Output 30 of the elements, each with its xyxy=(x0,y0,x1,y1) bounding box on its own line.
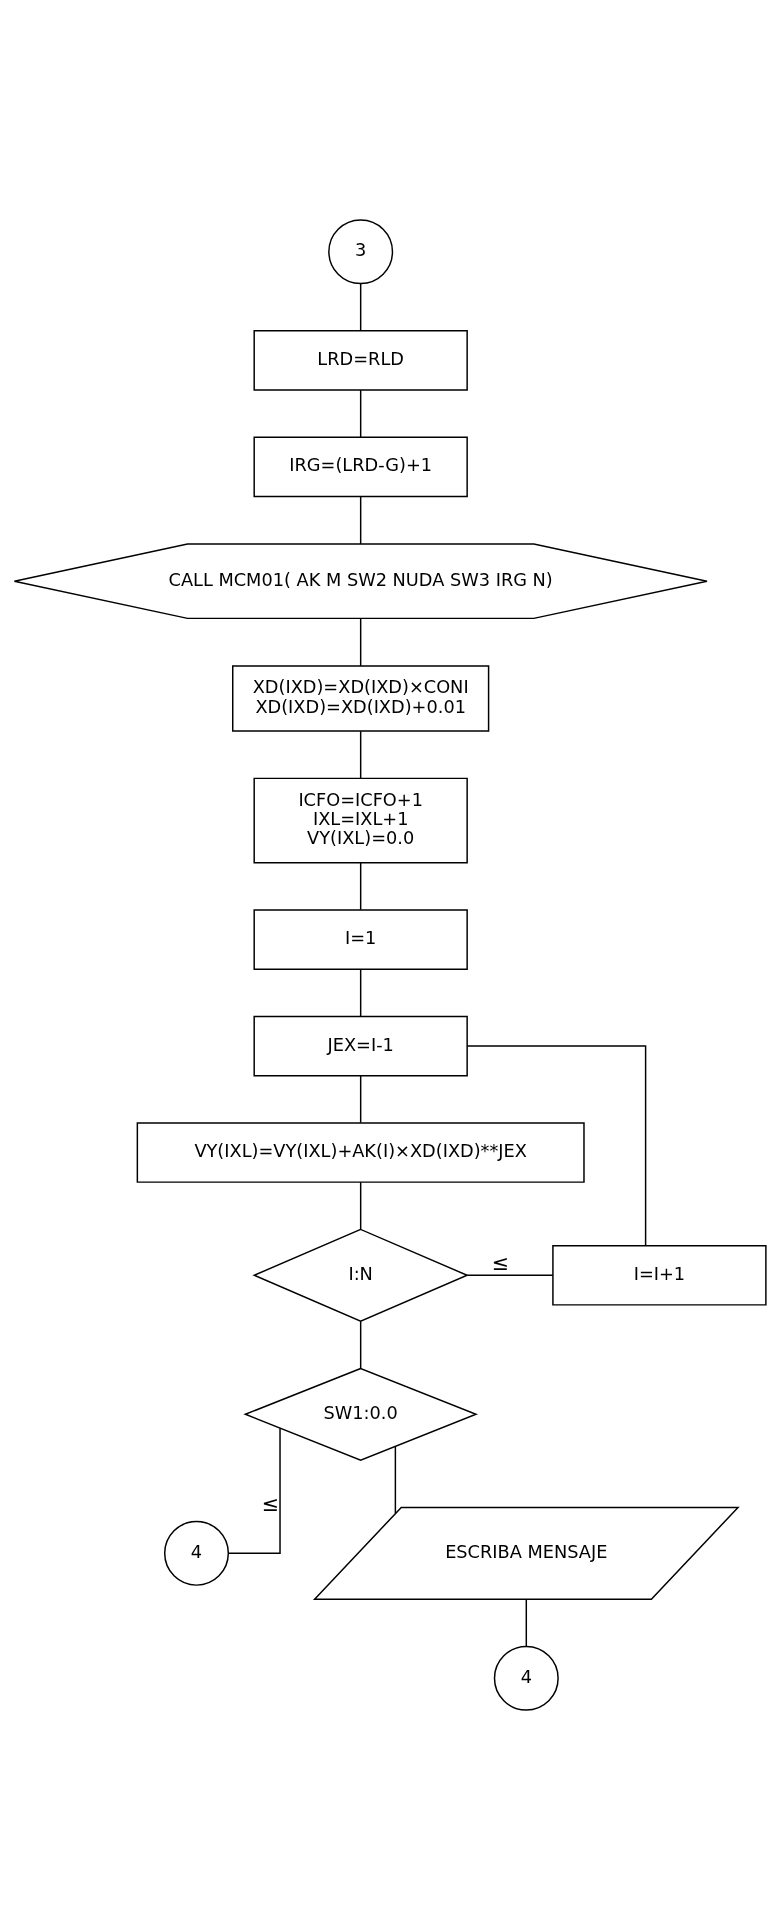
node-box: VY(IXL)=VY(IXL)+AK(I)×XD(IXD)**JEX xyxy=(136,1121,585,1183)
node-box: XD(IXD)=XD(IXD)×CONI XD(IXD)=XD(IXD)+0.01 xyxy=(232,664,490,732)
connector xyxy=(466,1274,554,1276)
node-circle: 4 xyxy=(493,1645,559,1711)
connector xyxy=(359,861,362,910)
connector xyxy=(525,1598,528,1647)
connector xyxy=(466,1044,647,1246)
connector xyxy=(359,495,362,545)
node-box: I=1 xyxy=(253,908,468,970)
connector xyxy=(359,730,362,779)
connector xyxy=(359,617,362,667)
node-circle: 3 xyxy=(328,218,394,284)
connector xyxy=(359,1319,362,1369)
edge-label: ≤ xyxy=(491,1250,510,1275)
node-box: I=I+1 xyxy=(552,1244,767,1306)
node-box: IRG=(LRD-G)+1 xyxy=(253,436,468,497)
connector xyxy=(394,1445,397,1514)
node-diamond: SW1:0.0 xyxy=(243,1367,479,1461)
node-diamond: I:N xyxy=(252,1228,470,1322)
connector xyxy=(359,1181,362,1230)
connector xyxy=(359,282,362,331)
connector xyxy=(359,388,362,438)
connector xyxy=(359,1074,362,1123)
connector xyxy=(359,968,362,1017)
edge-label: ≤ xyxy=(261,1491,280,1516)
node-box: ICFO=ICFO+1 IXL=IXL+1 VY(IXL)=0.0 xyxy=(253,777,468,863)
node-box: JEX=I-1 xyxy=(253,1015,468,1076)
connector xyxy=(227,1426,281,1554)
node-circle: 4 xyxy=(163,1520,230,1586)
node-box: LRD=RLD xyxy=(253,329,468,391)
